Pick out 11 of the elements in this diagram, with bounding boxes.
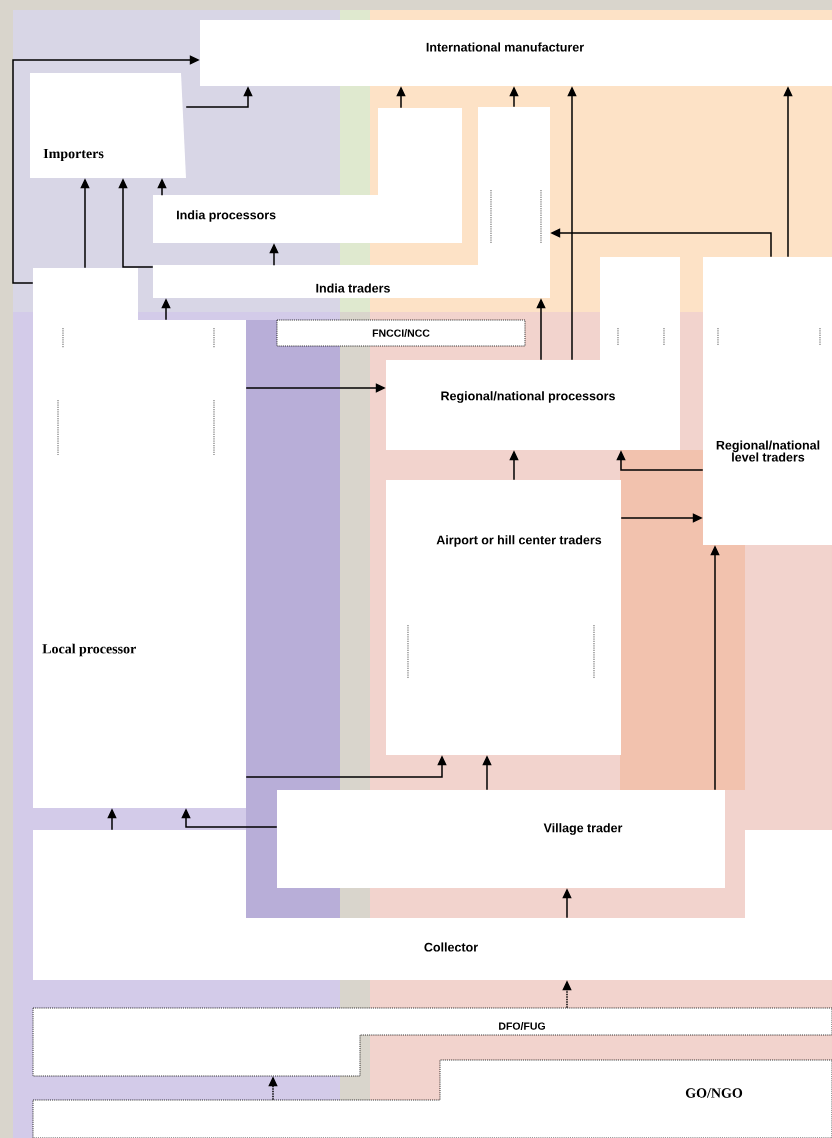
process-box: International manufacturer xyxy=(200,20,832,86)
process-box: Airport or hill center traders xyxy=(386,480,621,755)
dotted-box: GO/NGO xyxy=(32,1059,832,1138)
process-box: Village trader xyxy=(277,790,725,888)
dotted-box: FNCCI/NCC xyxy=(276,319,526,347)
process-box: Local processor xyxy=(33,268,246,808)
dotted-box: DFO/FUG xyxy=(32,1007,832,1077)
process-box: Regional/national level traders xyxy=(703,257,832,545)
node-label: Collector xyxy=(424,942,478,952)
process-box: Importers xyxy=(30,73,186,178)
node-label: India processors xyxy=(177,210,276,222)
